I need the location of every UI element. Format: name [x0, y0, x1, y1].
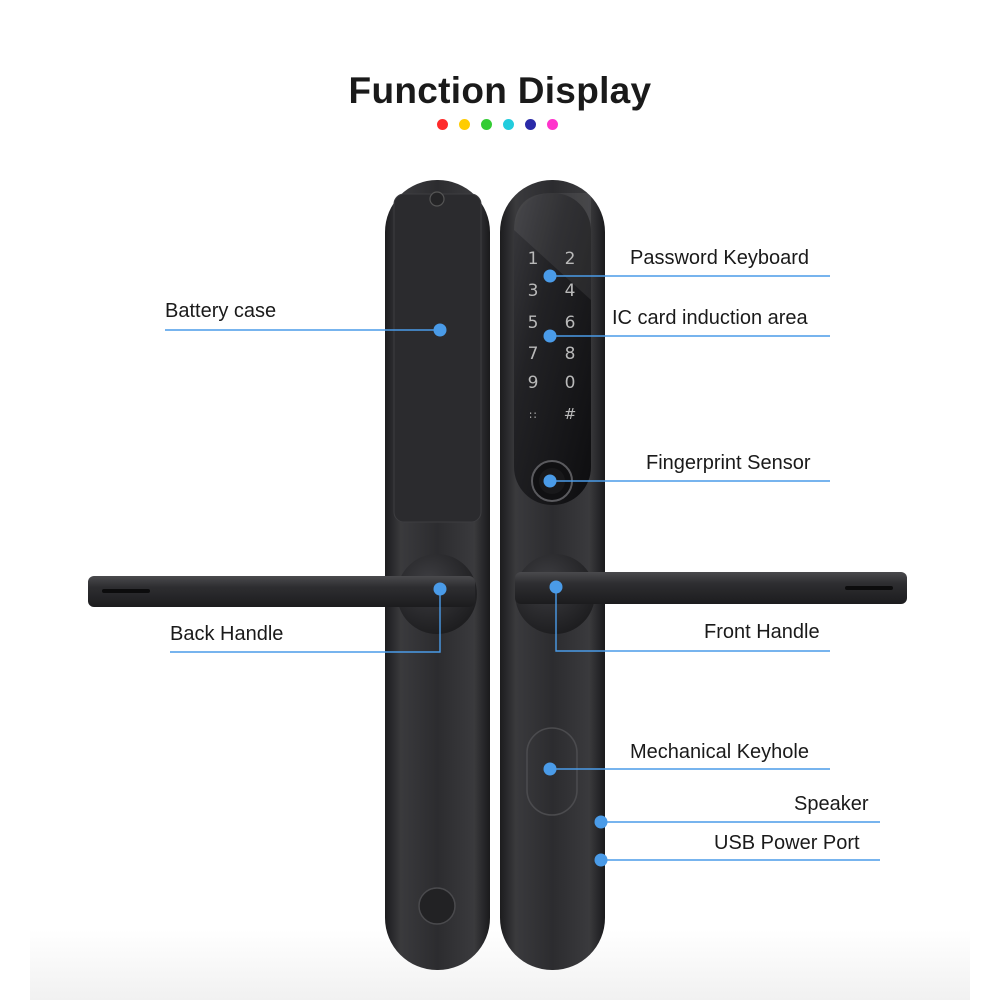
callout-dot-battery: [433, 323, 447, 337]
keypad-key: 9: [528, 373, 539, 393]
label-mechanical-keyhole: Mechanical Keyhole: [630, 741, 809, 763]
label-battery-case: Battery case: [165, 300, 277, 322]
callout-line-back-handle: [170, 589, 441, 653]
accent-dot-navy: [525, 119, 536, 130]
thumb-turn-knob: [418, 887, 456, 925]
keypad: 1 2 3 4 5 6 7 8 9 0 ∷ #: [528, 249, 577, 423]
keyhole-cover: [526, 727, 578, 816]
accent-dot-red: [437, 119, 448, 130]
accent-dot-cyan: [503, 119, 514, 130]
callout-dot-ic-card: [543, 329, 557, 343]
back-handle-lever: [88, 576, 475, 607]
accent-dot-yellow: [459, 119, 470, 130]
callout-dot-fingerprint: [543, 474, 557, 488]
label-back-handle: Back Handle: [170, 623, 284, 645]
label-speaker: Speaker: [794, 793, 869, 815]
keypad-key-grid: ∷: [530, 409, 537, 422]
keypad-key-hash: #: [564, 405, 577, 423]
callout-dot-keyhole: [543, 762, 557, 776]
keypad-key: 3: [528, 281, 539, 301]
callout-dot-front-handle: [549, 580, 563, 594]
front-handle-lever: [515, 572, 907, 604]
keypad-key: 6: [565, 313, 576, 333]
floor-shadow: [30, 930, 970, 1000]
accent-dot-pink: [547, 119, 558, 130]
label-ic-card-area: IC card induction area: [612, 307, 808, 329]
callout-line-front-handle: [555, 587, 830, 652]
keypad-key: 7: [528, 344, 539, 364]
keypad-key: 4: [565, 281, 576, 301]
back-handle-slot: [102, 589, 150, 593]
page-title: Function Display: [348, 70, 652, 111]
keypad-glass: [514, 193, 591, 505]
keypad-key: 8: [565, 344, 576, 364]
label-password-keyboard: Password Keyboard: [630, 247, 809, 269]
callout-dot-usb: [594, 853, 608, 867]
glass-reflection: [514, 193, 591, 300]
label-front-handle: Front Handle: [704, 621, 820, 643]
callout-dot-back-handle: [433, 582, 447, 596]
front-handle-slot: [845, 586, 893, 590]
back-handle: [88, 554, 477, 634]
keypad-key: 0: [565, 373, 576, 393]
front-handle: [515, 554, 907, 634]
callout-dots: [433, 269, 608, 867]
accent-dot-green: [481, 119, 492, 130]
battery-cover: [393, 193, 482, 523]
top-screw-icon: [429, 191, 445, 207]
keypad-key: 2: [565, 249, 576, 269]
callout-lines: [165, 275, 880, 861]
keypad-key: 1: [528, 249, 539, 269]
keypad-key: 5: [528, 313, 539, 333]
label-usb-power-port: USB Power Port: [714, 832, 860, 854]
callout-dot-speaker: [594, 815, 608, 829]
callout-dot-password: [543, 269, 557, 283]
label-fingerprint-sensor: Fingerprint Sensor: [646, 452, 811, 474]
